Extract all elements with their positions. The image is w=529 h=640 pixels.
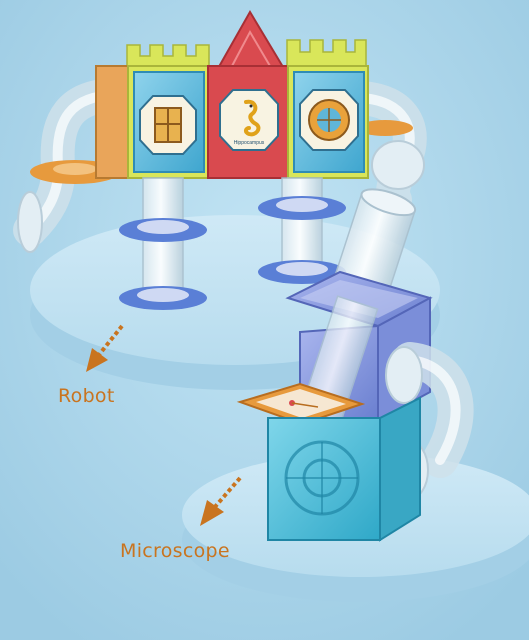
window-panel [139, 95, 197, 155]
arrow-down-left-icon [86, 324, 124, 372]
seahorse-icon [244, 99, 261, 137]
seahorse-caption: Hippocampus [234, 140, 265, 146]
robot-left-leg [119, 177, 207, 310]
microscope-model [236, 188, 474, 542]
stage-plate [236, 382, 366, 426]
seahorse-panel: Hippocampus [219, 89, 279, 151]
robot-label: Robot [58, 385, 115, 407]
arrow-down-left-icon [200, 476, 242, 526]
robot-model: Hippocampus [13, 10, 427, 310]
yellow-battlements [126, 39, 367, 69]
porthole-panel [299, 89, 359, 151]
microscope-label: Microscope [120, 540, 230, 562]
base-cube [267, 396, 421, 542]
robot-right-leg [258, 177, 346, 284]
